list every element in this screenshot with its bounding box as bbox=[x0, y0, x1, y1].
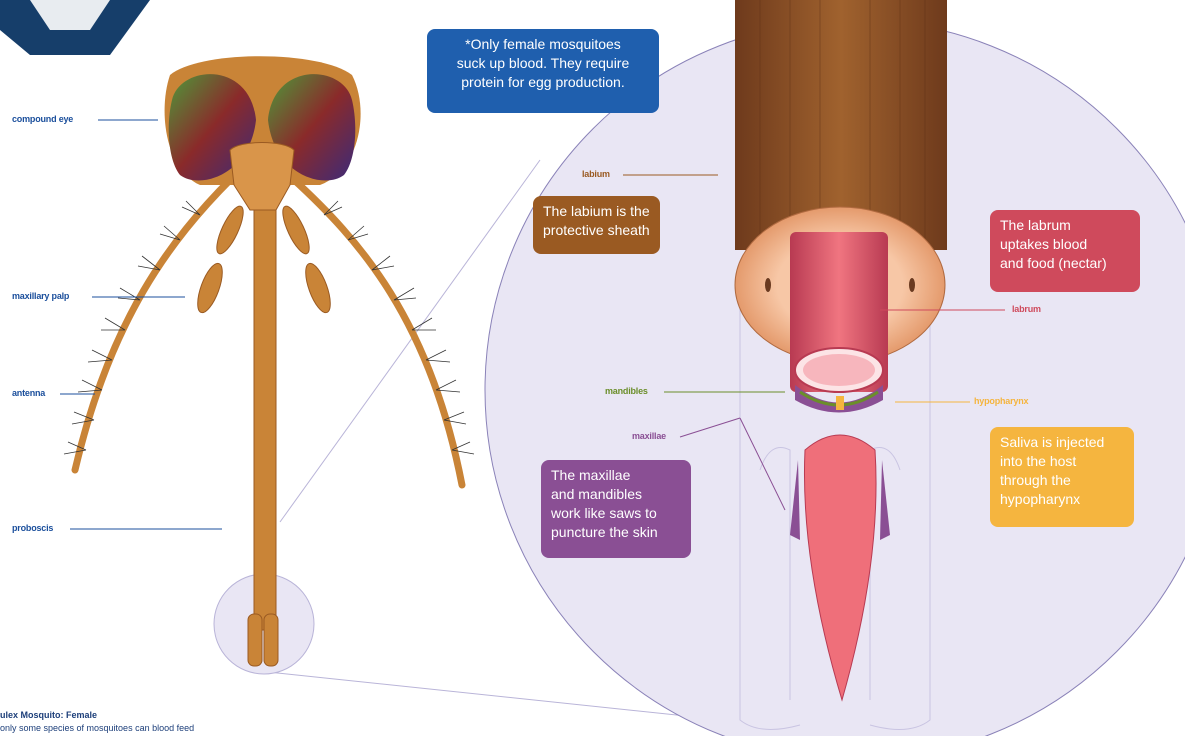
label-maxillae: maxillae bbox=[632, 431, 666, 441]
label-antenna: antenna bbox=[12, 388, 45, 398]
label-labrum: labrum bbox=[1012, 304, 1041, 314]
note-hypopharynx: Saliva is injected into the host through… bbox=[990, 427, 1134, 527]
hypopharynx-section bbox=[836, 396, 844, 410]
note-female-only: *Only female mosquitoes suck up blood. T… bbox=[427, 29, 659, 113]
note-labium: The labium is the protective sheath bbox=[533, 196, 660, 254]
label-hypopharynx: hypopharynx bbox=[974, 396, 1028, 406]
label-proboscis: proboscis bbox=[12, 523, 53, 533]
antenna-right bbox=[292, 178, 462, 485]
label-labium: labium bbox=[582, 169, 610, 179]
proboscis-shaft bbox=[254, 190, 276, 630]
label-compound-eye: compound eye bbox=[12, 114, 73, 124]
label-maxillary-palp: maxillary palp bbox=[12, 291, 69, 301]
note-maxillae: The maxillae and mandibles work like saw… bbox=[541, 460, 691, 558]
caption-title: ulex Mosquito: Female bbox=[0, 710, 97, 720]
mosquito-head bbox=[165, 56, 361, 210]
note-labrum: The labrum uptakes blood and food (necta… bbox=[990, 210, 1140, 292]
antenna-left bbox=[75, 178, 232, 470]
caption-subtitle: only some species of mosquitoes can bloo… bbox=[0, 723, 194, 733]
logo-mark bbox=[0, 0, 150, 55]
label-mandibles: mandibles bbox=[605, 386, 648, 396]
